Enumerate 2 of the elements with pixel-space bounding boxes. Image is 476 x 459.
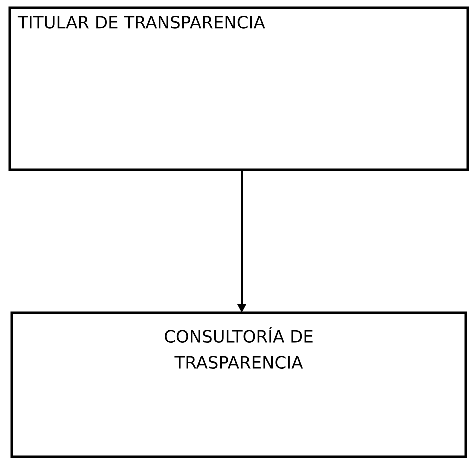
process-box: CONSULTORÍA DE TRASPARENCIA — [10, 312, 468, 458]
process-box: TITULAR DE TRANSPARENCIA — [8, 6, 470, 172]
